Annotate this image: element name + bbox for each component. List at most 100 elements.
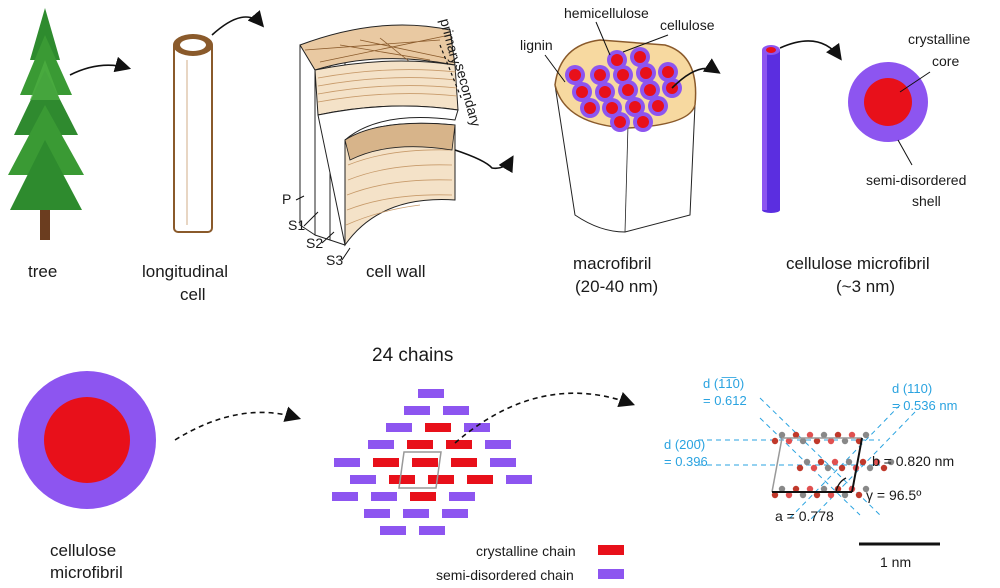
atom	[834, 431, 842, 439]
arrow-3	[454, 149, 514, 174]
atom	[827, 437, 835, 445]
atom	[778, 431, 786, 439]
semi-disordered-chain	[334, 458, 360, 467]
atom	[785, 437, 793, 445]
atom	[771, 491, 779, 499]
semi-disordered-chain	[364, 509, 390, 518]
bottom-microfibril-label-1: cellulose	[50, 541, 116, 560]
cell-wall-label: cell wall	[366, 262, 426, 281]
semi-disordered-chain	[418, 389, 444, 398]
microfibril-core-dot	[662, 66, 674, 78]
unit-cell-frame	[771, 437, 863, 493]
microfibril-core-dot	[652, 100, 664, 112]
atom	[848, 431, 856, 439]
d200-label-2: = 0.396	[664, 454, 708, 469]
semi-disordered-chain	[449, 492, 475, 501]
microfibril-core-dot	[617, 69, 629, 81]
d200-label-1: d (200)	[664, 437, 705, 452]
long-cell-label-1: longitudinal	[142, 262, 228, 281]
crystalline-chain	[451, 458, 477, 467]
atom	[799, 491, 807, 499]
atom	[824, 464, 832, 472]
legend-disordered-label: semi-disordered chain	[436, 567, 574, 583]
arrow-1	[69, 56, 132, 76]
semi-disordered-chain	[443, 406, 469, 415]
crystalline-chain	[425, 423, 451, 432]
semi-disordered-chain	[404, 406, 430, 415]
cellulose-molecules	[771, 431, 895, 499]
microfibril-core-dot	[599, 86, 611, 98]
atom	[796, 464, 804, 472]
tree-label: tree	[28, 262, 57, 281]
microfibril-core-dot	[606, 102, 618, 114]
semi-disordered-chain	[350, 475, 376, 484]
microfibril-cross-section-icon	[848, 62, 928, 142]
semi-disordered-chain	[371, 492, 397, 501]
atom	[841, 491, 849, 499]
crystalline-chain	[446, 440, 472, 449]
microfibril-core-dot	[640, 67, 652, 79]
atom	[778, 485, 786, 493]
crystalline-chain	[428, 475, 454, 484]
chains-title: 24 chains	[372, 345, 453, 366]
layer-s3-label: S3	[326, 252, 343, 268]
atom	[771, 437, 779, 445]
atom	[792, 485, 800, 493]
microfibril-core-dot	[594, 69, 606, 81]
semi-disordered-chain	[485, 440, 511, 449]
atom	[866, 464, 874, 472]
microfibril-core-dot	[637, 116, 649, 128]
a-label: a = 0.778	[775, 508, 834, 524]
atom	[820, 485, 828, 493]
microfibril-large-icon	[18, 371, 156, 509]
d110-label-2: = 0.536 nm	[892, 398, 957, 413]
layer-p-label: P	[282, 191, 291, 207]
crystalline-chain	[410, 492, 436, 501]
atom	[803, 458, 811, 466]
microfibril-rod-icon	[762, 45, 780, 213]
bottom-microfibril-label-2: microfibril	[50, 563, 123, 582]
atom	[799, 437, 807, 445]
atom	[806, 485, 814, 493]
semi-disordered-chain	[506, 475, 532, 484]
hemicellulose-label: hemicellulose	[564, 5, 649, 21]
cellulose-label: cellulose	[660, 17, 715, 33]
macrofibril-label-2: (20-40 nm)	[575, 277, 658, 296]
arrow-7	[454, 392, 636, 444]
atom	[855, 491, 863, 499]
semi-disordered-chain	[442, 509, 468, 518]
microfibril-label-1: cellulose microfibril	[786, 254, 930, 273]
gamma-label: γ = 96.5º	[866, 487, 921, 503]
atom	[810, 464, 818, 472]
semi-disordered-chain	[490, 458, 516, 467]
atom	[820, 431, 828, 439]
b-label: b = 0.820 nm	[872, 453, 954, 469]
atom	[813, 491, 821, 499]
unit-cell-box	[398, 451, 442, 489]
arrow-4	[671, 58, 721, 89]
atom	[785, 491, 793, 499]
semi-disordered-chain	[464, 423, 490, 432]
tree-icon	[8, 8, 84, 240]
scale-label: 1 nm	[880, 554, 911, 570]
atom	[813, 437, 821, 445]
atom	[880, 464, 888, 472]
atom	[887, 458, 895, 466]
chain-arrangement	[332, 389, 532, 535]
crystalline-core-label-2: core	[932, 53, 959, 69]
atom	[817, 458, 825, 466]
semi-disordered-chain	[380, 526, 406, 535]
longitudinal-cell-icon	[173, 34, 213, 233]
microfibril-bundle	[565, 47, 682, 132]
arrow-2	[211, 10, 265, 36]
microfibril-core-dot	[629, 101, 641, 113]
d110bar-label-2: = 0.612	[703, 393, 747, 408]
atom	[862, 485, 870, 493]
crystalline-chain	[389, 475, 415, 484]
microfibril-core-dot	[584, 102, 596, 114]
atom	[859, 458, 867, 466]
atom	[841, 437, 849, 445]
microfibril-core-dot	[614, 116, 626, 128]
atom	[792, 431, 800, 439]
